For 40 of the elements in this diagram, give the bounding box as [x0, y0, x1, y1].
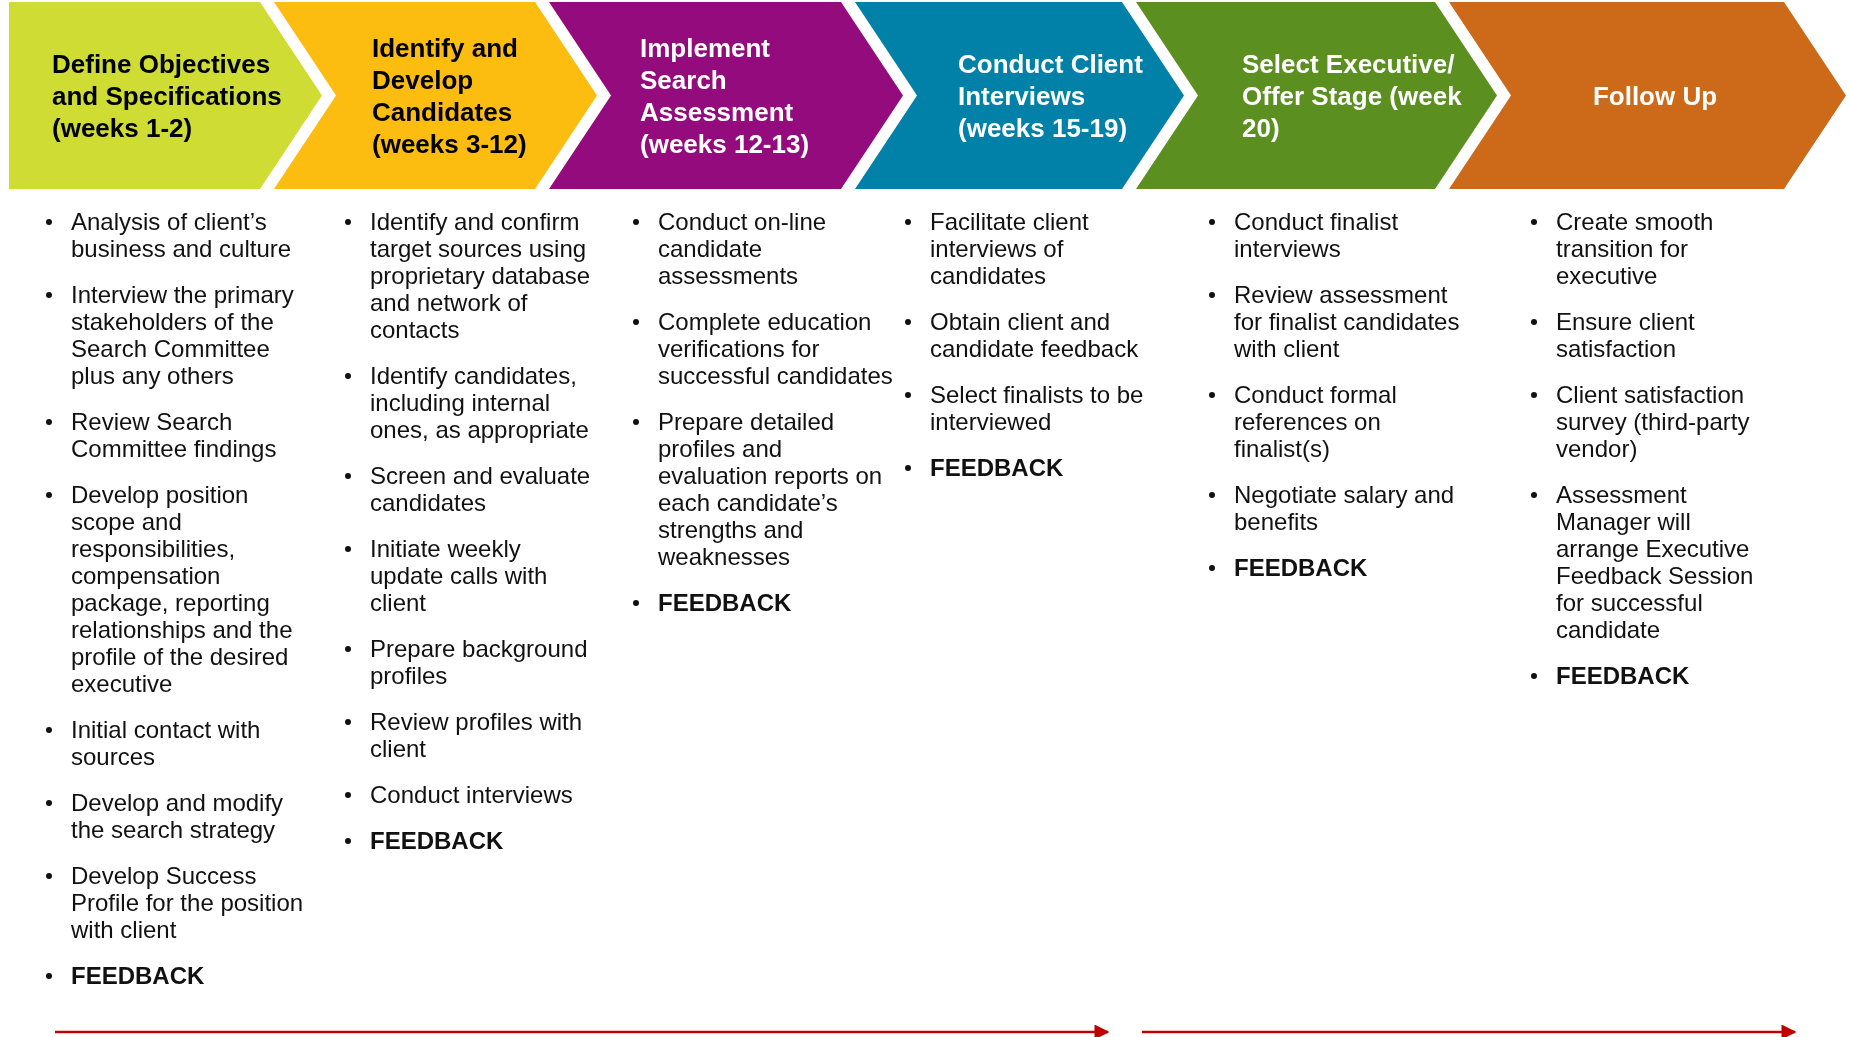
bullet-item: Develop position scope and responsibilities, compensation package, reporting relationships and the profile of the desired executive: [71, 481, 294, 697]
bullet-item: Conduct formal references on finalist(s): [1234, 381, 1398, 462]
bullet-item: Select finalists to be interviewed: [930, 381, 1145, 435]
stage-heading: Define Objectives and Specifications (weeks 1-2): [52, 47, 283, 144]
bullet-item: FEEDBACK: [71, 962, 206, 989]
stage-heading: Follow Up: [1592, 79, 1718, 112]
bullet-item: Create smooth transition for executive: [1556, 208, 1715, 289]
bullet-item: Client satisfaction survey (third-party vendor): [1556, 381, 1751, 462]
bullet-item: Analysis of client’s business and culture: [71, 208, 293, 262]
bullet-item: Conduct finalist interviews: [1234, 208, 1400, 262]
bullet-item: Ensure client satisfaction: [1556, 308, 1696, 362]
bullet-item: FEEDBACK: [370, 827, 505, 854]
bullet-item: Review assessment for finalist candidates with client: [1234, 281, 1461, 362]
bullet-item: FEEDBACK: [930, 454, 1065, 481]
stage-heading: Identify and Develop Candidates (weeks 3-12): [372, 31, 528, 160]
bullet-item: Conduct interviews: [370, 781, 574, 808]
bullet-item: FEEDBACK: [658, 589, 793, 616]
bullet-item: Review profiles with client: [370, 708, 584, 762]
stage-heading: Conduct Client Interviews (weeks 15-19): [958, 47, 1144, 144]
bullet-item: Review Search Committee findings: [71, 408, 278, 462]
stage-heading: Implement Search Assessment (weeks 12-13): [640, 31, 811, 160]
bullet-item: Facilitate client interviews of candidates: [930, 208, 1090, 289]
bullet-item: Complete education verifications for successful candidates: [658, 308, 894, 389]
bullet-item: Screen and evaluate candidates: [370, 462, 592, 516]
bullet-item: Identify candidates, including internal ones, as appropriate: [370, 362, 590, 443]
bullet-item: Interview the primary stakeholders of the Search Committee plus any others: [71, 281, 295, 389]
bullet-item: Prepare detailed profiles and evaluation reports on each candidate’s strengths and weaknesses: [658, 408, 884, 570]
stage-heading: Select Executive/ Offer Stage (week 20): [1242, 47, 1463, 144]
bullet-item: Conduct on-line candidate assessments: [658, 208, 828, 289]
bullet-item: Initial contact with sources: [71, 716, 262, 770]
bullet-item: Assessment Manager will arrange Executive Feedback Session for successful candidate: [1556, 481, 1755, 643]
bullet-item: FEEDBACK: [1556, 662, 1691, 689]
bullet-item: Develop Success Profile for the position with client: [71, 862, 305, 943]
bullet-item: Identify and confirm target sources using proprietary database and network of contacts: [370, 208, 592, 343]
bullet-item: Obtain client and candidate feedback: [930, 308, 1140, 362]
bullet-item: FEEDBACK: [1234, 554, 1369, 581]
bullet-item: Develop and modify the search strategy: [71, 789, 285, 843]
bullet-item: Prepare background profiles: [370, 635, 589, 689]
bullet-item: Negotiate salary and benefits: [1234, 481, 1456, 535]
bullet-item: Initiate weekly update calls with client: [370, 535, 549, 616]
